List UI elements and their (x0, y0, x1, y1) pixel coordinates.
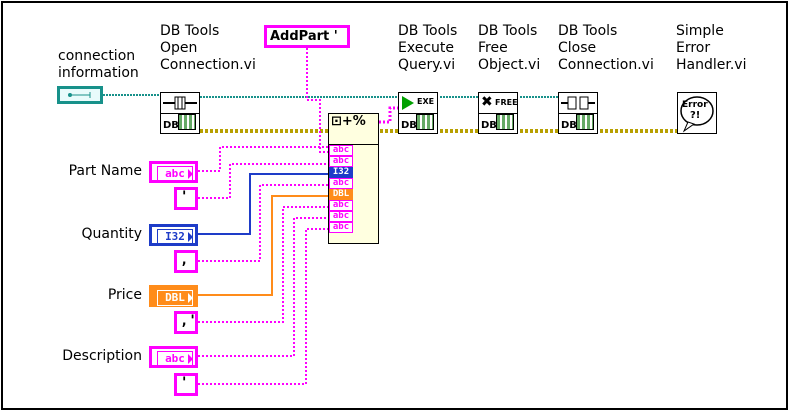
table-icon (496, 114, 514, 130)
arrow-icon (188, 169, 193, 179)
format-input-slot[interactable]: abc (329, 200, 353, 211)
part-name-control[interactable]: abc (149, 161, 198, 183)
error-handler-node[interactable]: Error ?! (677, 92, 717, 134)
sep2-wire (198, 184, 328, 262)
free-object-node[interactable]: ✖ FREE DB (478, 92, 518, 134)
format-input-slot[interactable]: abc (329, 222, 353, 233)
connection-information-label: connection information (58, 48, 139, 81)
connection-information-control[interactable] (57, 86, 103, 104)
block-diagram-frame (1, 1, 788, 410)
unplug-icon (561, 96, 595, 110)
db-text: DB (401, 120, 417, 131)
open-connection-node[interactable]: DB (160, 92, 200, 134)
disconnect-icon (559, 93, 597, 114)
format-input-slot[interactable]: I32 (329, 167, 353, 178)
price-wire (198, 195, 328, 296)
free-object-label: DB Tools Free Object.vi (478, 23, 541, 73)
free-icon: ✖ FREE (479, 93, 518, 114)
sep3-wire (198, 206, 328, 323)
sep1-wire (198, 163, 328, 199)
table-icon (576, 114, 594, 130)
close-connection-node[interactable]: DB (558, 92, 598, 134)
execute-query-label: DB Tools Execute Query.vi (398, 23, 458, 73)
refnum-icon (68, 92, 91, 98)
execute-icon: EXE (399, 93, 437, 114)
arrow-icon (188, 354, 193, 364)
description-wire (198, 217, 328, 357)
separator-constant-1[interactable]: ' (174, 187, 198, 210)
part-name-label: Part Name (68, 163, 142, 179)
quantity-wire (198, 173, 328, 235)
addpart-wire (306, 48, 328, 153)
format-input-slot[interactable]: abc (329, 156, 353, 167)
table-icon (416, 114, 434, 130)
description-control[interactable]: abc (149, 346, 198, 368)
part-name-wire (198, 146, 328, 172)
description-label: Description (62, 348, 142, 364)
plug-icon (163, 96, 197, 110)
addpart-constant[interactable]: AddPart ' (264, 25, 350, 48)
open-connection-label: DB Tools Open Connection.vi (160, 23, 256, 73)
table-icon (178, 114, 196, 130)
quantity-label: Quantity (81, 226, 143, 242)
db-text: DB (163, 120, 179, 131)
db-text: DB (561, 120, 577, 131)
format-header: ⊡+% (329, 114, 378, 145)
error-bubble-icon (680, 96, 714, 133)
execute-query-node[interactable]: EXE DB (398, 92, 438, 134)
quantity-control[interactable]: I32 (149, 224, 198, 246)
price-control[interactable]: DBL (149, 285, 198, 307)
error-text: Error (682, 100, 708, 110)
query-string-wire (379, 106, 398, 124)
close-connection-label: DB Tools Close Connection.vi (558, 23, 654, 73)
separator-constant-2[interactable]: , (174, 250, 198, 273)
error-handler-label: Simple Error Handler.vi (676, 23, 747, 73)
free-text: FREE (495, 98, 518, 107)
connection-plug-icon (161, 93, 199, 114)
price-label: Price (107, 287, 142, 303)
format-input-slot[interactable]: DBL (329, 189, 353, 200)
exe-text: EXE (417, 97, 435, 106)
format-input-slot[interactable]: abc (329, 145, 353, 156)
format-into-string-node[interactable]: ⊡+% abc abc I32 abc DBL abc abc abc (328, 113, 379, 244)
arrow-icon (188, 232, 193, 242)
refnum-wire (103, 94, 558, 98)
play-icon (402, 96, 414, 110)
close-x-icon: ✖ (481, 94, 493, 110)
format-input-slot[interactable]: abc (329, 178, 353, 189)
separator-constant-4[interactable]: ' (174, 373, 198, 396)
separator-constant-3[interactable]: ,' (174, 311, 198, 334)
format-input-slot[interactable]: abc (329, 211, 353, 222)
db-text: DB (481, 120, 497, 131)
arrow-icon (188, 293, 193, 303)
format-string-icon: ⊡+% (331, 114, 366, 129)
sep4-wire (198, 228, 328, 385)
error-mark: ?! (690, 110, 701, 121)
